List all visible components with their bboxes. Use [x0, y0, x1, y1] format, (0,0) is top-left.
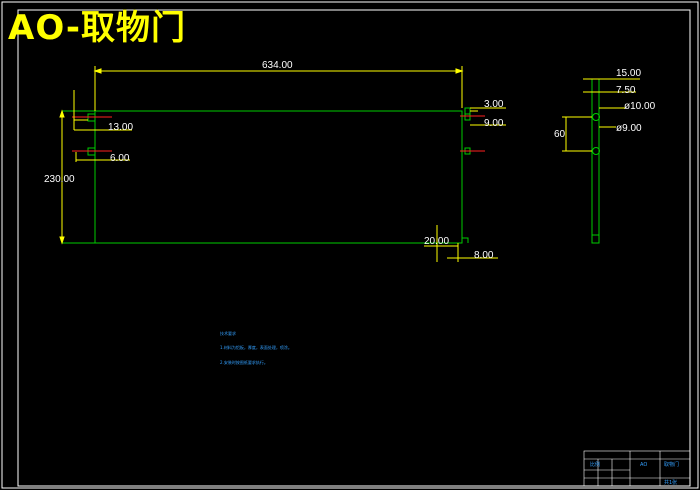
dim-right-hole-offset-label: 9.00	[484, 118, 504, 129]
dim-side	[562, 78, 640, 152]
side-hole-bottom	[592, 147, 600, 155]
dim-overall-height-label: 230.00	[44, 174, 75, 185]
dim-side-half-thickness-label: 7.50	[616, 85, 636, 96]
side-hole-top	[592, 113, 600, 121]
side-profile	[591, 78, 600, 244]
title-block-scale: 比例	[590, 461, 600, 468]
dim-side-hole-small-label: ø9.00	[616, 123, 642, 134]
dim-overall-width	[93, 66, 464, 111]
dim-left-hinge-offset-label: 6.00	[110, 153, 130, 164]
front-view: 634.00 230.00 13.00 6.00 3.00 9.00	[44, 60, 506, 262]
title-block-drawing-no: AO	[640, 462, 647, 468]
dim-right-top-offset-label: 3.00	[484, 99, 504, 110]
dim-overall-height	[59, 109, 65, 245]
dim-left-hinge	[73, 90, 132, 162]
technical-notes: 技术要求 1.材料为铝板，厚度，表面处理，喷涂。 2.安装时按图纸要求执行。	[220, 330, 292, 365]
dim-side-hole-large-label: ø10.00	[624, 101, 656, 112]
dim-side-hole-spacing-label: 60	[554, 129, 566, 140]
bottom-notch	[461, 237, 469, 243]
drawing-title: AO-取物门	[8, 8, 186, 48]
dim-right-latch	[470, 107, 506, 126]
dim-overall-width-label: 634.00	[262, 60, 293, 71]
title-block-sheet: 共1张	[664, 479, 677, 486]
side-view: 15.00 7.50 ø10.00 ø9.00 60	[554, 68, 656, 244]
right-latch-top	[464, 107, 471, 115]
notes-line-1: 1.材料为铝板，厚度，表面处理，喷涂。	[220, 344, 292, 350]
dim-bottom-notch	[424, 225, 498, 262]
drawing-frame-inner	[17, 9, 691, 487]
title-block	[583, 450, 691, 487]
door-outline	[94, 110, 463, 244]
dim-left-hinge-top-label: 13.00	[108, 122, 133, 133]
dim-side-thickness-label: 15.00	[616, 68, 641, 79]
dim-bottom-notch-height-label: 20.00	[424, 236, 449, 247]
right-latch-mid	[464, 113, 471, 121]
notes-heading: 技术要求	[220, 330, 236, 336]
notes-line-2: 2.安装时按图纸要求执行。	[220, 359, 268, 365]
title-block-name: 取物门	[664, 461, 679, 468]
dim-bottom-notch-width-label: 8.00	[474, 250, 494, 261]
